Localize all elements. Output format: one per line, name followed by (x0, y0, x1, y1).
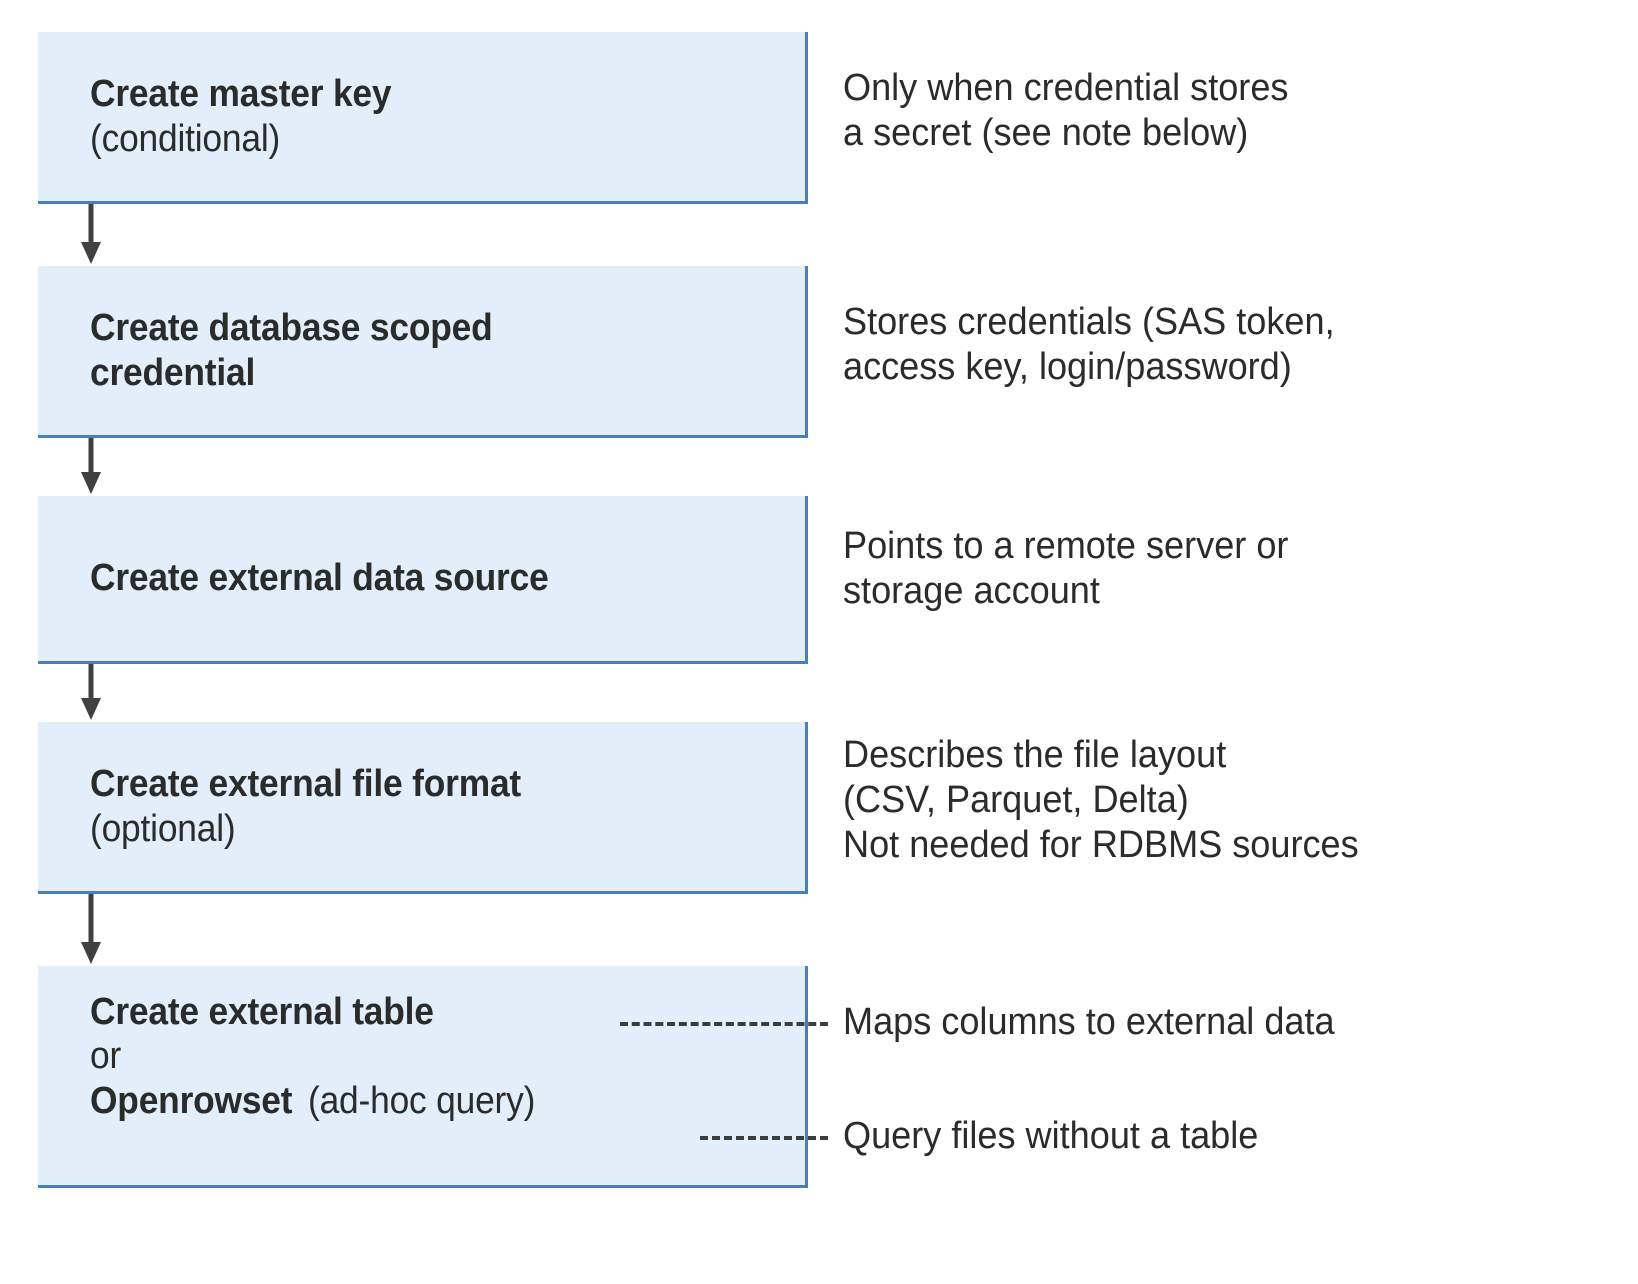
note-create-master-key: Only when credential stores a secret (se… (843, 66, 1288, 156)
note-line: access key, login/password) (843, 346, 1292, 389)
note-create-external-table: Maps columns to external data (843, 1000, 1335, 1045)
note-line: Query files without a table (843, 1115, 1259, 1157)
note-line: a secret (see note below) (843, 112, 1249, 155)
note-line: Only when credential stores (843, 67, 1289, 109)
dashed-connector-openrowset (700, 1136, 828, 1140)
step-title: Create database scoped (90, 307, 493, 350)
note-line: Not needed for RDBMS sources (843, 824, 1359, 867)
note-line: Stores credentials (SAS token, (843, 301, 1335, 343)
step-title: Create external file format (90, 763, 522, 806)
note-line: Maps columns to external data (843, 1001, 1335, 1043)
note-line: Describes the file layout (843, 734, 1227, 776)
arrow-down-icon-4 (80, 894, 102, 966)
step-box-create-external-table-or-openrowset[interactable]: Create external table or Openrowset (ad-… (38, 966, 808, 1188)
step-connector-word: or (90, 1035, 122, 1078)
note-line: (CSV, Parquet, Delta) (843, 779, 1189, 822)
note-line: Points to a remote server or (843, 525, 1289, 567)
step-box-create-database-scoped-credential[interactable]: Create database scoped credential (38, 266, 808, 438)
step-title: Create external data source (90, 557, 549, 600)
note-create-external-data-source: Points to a remote server or storage acc… (843, 524, 1288, 614)
note-openrowset: Query files without a table (843, 1114, 1258, 1159)
alt-step-title: Openrowset (90, 1079, 293, 1122)
alt-step-suffix: (ad-hoc query) (307, 1079, 535, 1122)
step-title: Create external table (90, 991, 434, 1033)
arrow-down-icon-2 (80, 438, 102, 496)
step-title-continued: credential (90, 351, 256, 394)
step-box-create-external-data-source[interactable]: Create external data source (38, 496, 808, 664)
step-title: Create master key (90, 73, 392, 116)
arrow-down-icon-1 (80, 204, 102, 266)
note-create-external-file-format: Describes the file layout (CSV, Parquet,… (843, 733, 1359, 869)
arrow-down-icon-3 (80, 664, 102, 722)
note-line: storage account (843, 570, 1100, 613)
alt-step-row: Openrowset (ad-hoc query) (90, 1079, 805, 1123)
step-box-create-master-key[interactable]: Create master key (conditional) (38, 32, 808, 204)
step-box-create-external-file-format[interactable]: Create external file format (optional) (38, 722, 808, 894)
step-subtitle: (conditional) (90, 117, 281, 160)
dashed-connector-external-table (620, 1022, 828, 1026)
note-create-database-scoped-credential: Stores credentials (SAS token, access ke… (843, 300, 1335, 390)
step-subtitle: (optional) (90, 807, 236, 850)
